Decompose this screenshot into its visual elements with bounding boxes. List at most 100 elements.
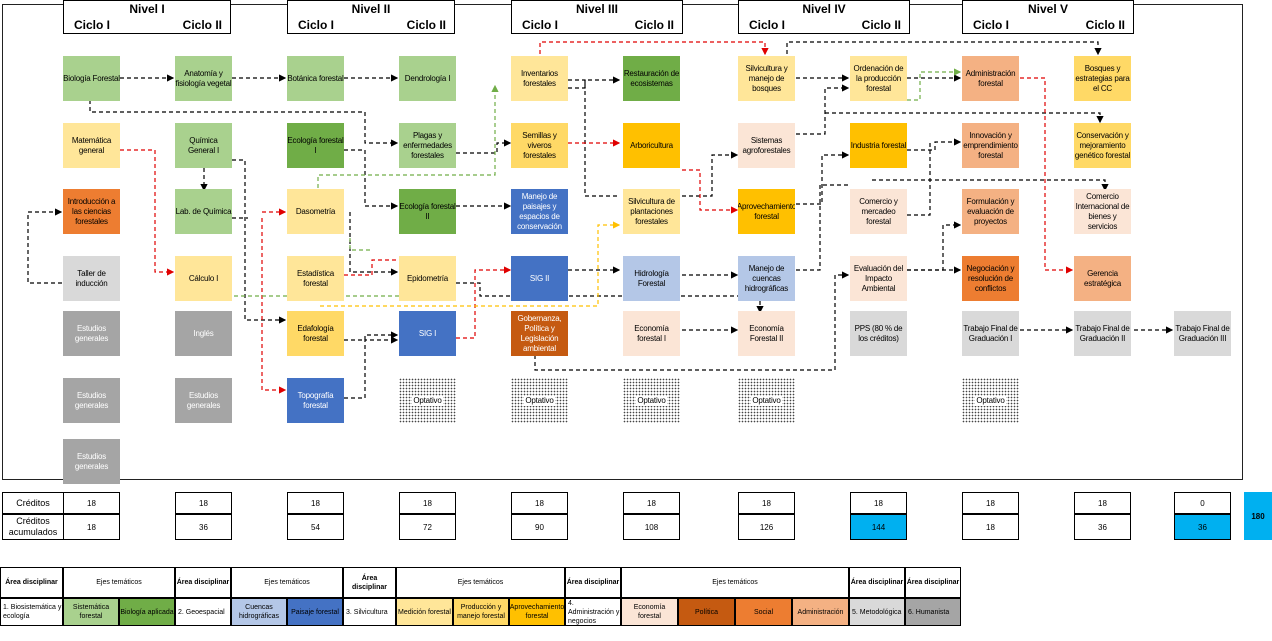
credits-accumulated: 126 xyxy=(738,514,795,540)
course-semillas[interactable]: Semillas y viveros forestales xyxy=(511,123,568,168)
course-bosques-cc[interactable]: Bosques y estrategias para el CC xyxy=(1074,56,1131,101)
legend-ejes-header: Ejes temáticos xyxy=(396,567,565,598)
course-estudios-generales[interactable]: Estudios generales xyxy=(63,378,120,423)
course-restauracion[interactable]: Restauración de ecosistemas xyxy=(623,56,680,101)
legend-eje-produccion: Producción y manejo forestal xyxy=(453,598,509,626)
course-lab-quimica[interactable]: Lab. de Química xyxy=(175,189,232,234)
course-economia-2[interactable]: Economía Forestal II xyxy=(738,311,795,356)
legend-area-header: Área disciplinar xyxy=(343,567,396,598)
course-manejo-paisajes[interactable]: Manejo de paisajes y espacios de conserv… xyxy=(511,189,568,234)
course-formulacion[interactable]: Formulación y evaluación de proyectos xyxy=(962,189,1019,234)
course-estudios-generales[interactable]: Estudios generales xyxy=(175,378,232,423)
course-conservacion-genetica[interactable]: Conservación y mejoramiento genético for… xyxy=(1074,123,1131,168)
credits-cycle: 18 xyxy=(287,492,344,514)
course-ordenacion[interactable]: Ordenación de la producción forestal xyxy=(850,56,907,101)
course-edafologia[interactable]: Edafología forestal xyxy=(287,311,344,356)
course-ecologia-2[interactable]: Ecología forestal II xyxy=(399,189,456,234)
legend-eje-sistematica: Sistemática forestal xyxy=(63,598,119,626)
course-optativo[interactable]: Optativo xyxy=(738,378,795,423)
course-ecologia-1[interactable]: Ecología forestal I xyxy=(287,123,344,168)
course-estadistica[interactable]: Estadística forestal xyxy=(287,256,344,301)
course-silvicultura-plantaciones[interactable]: Silvicultura de plantaciones forestales xyxy=(623,189,680,234)
legend-area-header: Área disciplinar xyxy=(0,567,63,598)
course-calculo[interactable]: Cálculo I xyxy=(175,256,232,301)
course-manejo-cuencas[interactable]: Manejo de cuencas hidrográficas xyxy=(738,256,795,301)
cycle-label: Ciclo II xyxy=(1085,18,1125,32)
cycle-label: Ciclo II xyxy=(861,18,901,32)
course-taller-induccion[interactable]: Taller de inducción xyxy=(63,256,120,301)
legend-eje-cuencas: Cuencas hidrográficas xyxy=(231,598,287,626)
legend-eje-biologia: Biología aplicada xyxy=(119,598,175,626)
course-gerencia[interactable]: Gerencia estratégica xyxy=(1074,256,1131,301)
course-sig-1[interactable]: SIG I xyxy=(399,311,456,356)
course-tfg-1[interactable]: Trabajo Final de Graduación I xyxy=(962,311,1019,356)
course-dasometria[interactable]: Dasometría xyxy=(287,189,344,234)
cycle-label: Ciclo II xyxy=(634,18,674,32)
course-anatomia[interactable]: Anatomía y fisiología vegetal xyxy=(175,56,232,101)
course-plagas[interactable]: Plagas y enfermedades forestales xyxy=(399,123,456,168)
course-estudios-generales[interactable]: Estudios generales xyxy=(63,311,120,356)
course-economia-1[interactable]: Economía forestal I xyxy=(623,311,680,356)
course-comercio-mercadeo[interactable]: Comercio y mercadeo forestal xyxy=(850,189,907,234)
level-header-5: Nivel V Ciclo I Ciclo II xyxy=(962,0,1134,34)
credits-accumulated: 36 xyxy=(1074,514,1131,540)
course-tfg-2[interactable]: Trabajo Final de Graduación II xyxy=(1074,311,1131,356)
legend-ejes-header: Ejes temáticos xyxy=(231,567,343,598)
course-matematica-general[interactable]: Matemática general xyxy=(63,123,120,168)
creditos-acumulados-label: Créditos acumulados xyxy=(2,514,64,540)
legend-area-header: Área disciplinar xyxy=(849,567,905,598)
credits-cycle: 18 xyxy=(399,492,456,514)
course-gobernanza[interactable]: Gobernanza, Política y Legislación ambie… xyxy=(511,311,568,356)
legend-area-header: Área disciplinar xyxy=(905,567,961,598)
course-estudios-generales[interactable]: Estudios generales xyxy=(63,439,120,484)
course-negociacion[interactable]: Negociación y resolución de conflictos xyxy=(962,256,1019,301)
legend-eje-economia: Economía forestal xyxy=(621,598,678,626)
course-optativo[interactable]: Optativo xyxy=(623,378,680,423)
course-quimica-general[interactable]: Química General I xyxy=(175,123,232,168)
credits-total: 180 xyxy=(1244,492,1272,540)
course-sig-2[interactable]: SIG II xyxy=(511,256,568,301)
optativo-label: Optativo xyxy=(524,395,555,406)
legend-area-5: 5. Metodológica xyxy=(849,598,905,626)
legend-eje-social: Social xyxy=(735,598,792,626)
legend-area-header: Área disciplinar xyxy=(175,567,231,598)
course-industria[interactable]: Industria forestal xyxy=(850,123,907,168)
course-aprovechamiento[interactable]: Aprovechamiento forestal xyxy=(738,189,795,234)
course-botanica[interactable]: Botánica forestal xyxy=(287,56,344,101)
course-dendrologia[interactable]: Dendrología I xyxy=(399,56,456,101)
level-title: Nivel II xyxy=(351,2,391,16)
legend-area-header: Área disciplinar xyxy=(565,567,621,598)
optativo-label: Optativo xyxy=(751,395,782,406)
course-ingles[interactable]: Inglés xyxy=(175,311,232,356)
credits-accumulated: 90 xyxy=(511,514,568,540)
course-optativo[interactable]: Optativo xyxy=(399,378,456,423)
course-comercio-internacional[interactable]: Comercio Internacional de bienes y servi… xyxy=(1074,189,1131,234)
level-header-2: Nivel II Ciclo I Ciclo II xyxy=(287,0,455,34)
credits-cycle: 18 xyxy=(623,492,680,514)
course-pps[interactable]: PPS (80 % de los créditos) xyxy=(850,311,907,356)
course-optativo[interactable]: Optativo xyxy=(511,378,568,423)
course-administracion[interactable]: Administración forestal xyxy=(962,56,1019,101)
level-header-3: Nivel III Ciclo I Ciclo II xyxy=(511,0,683,34)
course-innovacion[interactable]: Innovación y emprendimiento forestal xyxy=(962,123,1019,168)
course-silvicultura-bosques[interactable]: Silvicultura y manejo de bosques xyxy=(738,56,795,101)
level-title: Nivel I xyxy=(129,2,165,16)
course-biologia-forestal[interactable]: Biología Forestal xyxy=(63,56,120,101)
course-optativo[interactable]: Optativo xyxy=(962,378,1019,423)
optativo-label: Optativo xyxy=(412,395,443,406)
course-hidrologia[interactable]: Hidrología Forestal xyxy=(623,256,680,301)
course-tfg-3[interactable]: Trabajo Final de Graduación III xyxy=(1174,311,1231,356)
level-title: Nivel V xyxy=(1027,2,1069,16)
credits-accumulated: 108 xyxy=(623,514,680,540)
course-introduccion[interactable]: Introducción a las ciencias forestales xyxy=(63,189,120,234)
credits-accumulated-highlight: 36 xyxy=(1174,514,1231,540)
course-epidometria[interactable]: Epidometría xyxy=(399,256,456,301)
credits-cycle: 18 xyxy=(511,492,568,514)
course-sistemas-agroforestales[interactable]: Sistemas agroforestales xyxy=(738,123,795,168)
course-arboricultura[interactable]: Arboricultura xyxy=(623,123,680,168)
cycle-label: Ciclo II xyxy=(182,18,222,32)
optativo-label: Optativo xyxy=(975,395,1006,406)
course-inventarios[interactable]: Inventarios forestales xyxy=(511,56,568,101)
course-evaluacion-impacto[interactable]: Evaluación del Impacto Ambiental xyxy=(850,256,907,301)
course-topografia[interactable]: Topografía forestal xyxy=(287,378,344,423)
